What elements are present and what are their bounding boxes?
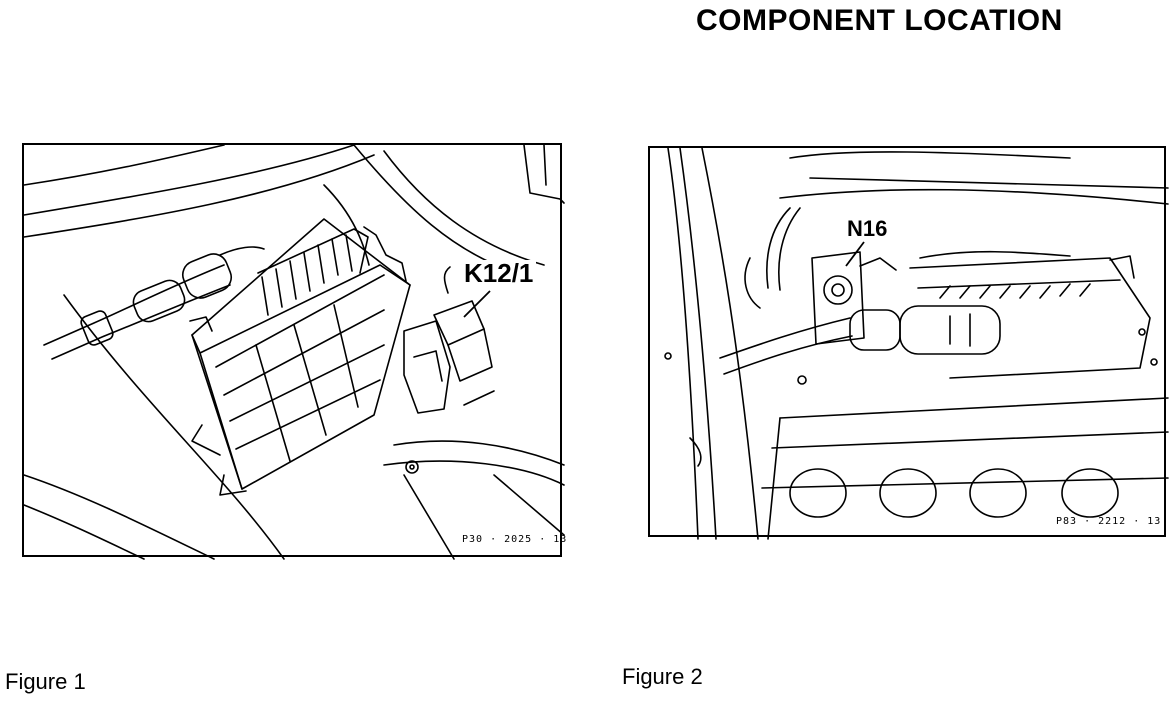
component-callout-n16: N16 — [844, 218, 891, 240]
figure-2-caption: Figure 2 — [622, 664, 703, 689]
component-callout-k12-1: K12/1 — [461, 260, 537, 286]
figure-2-drawing — [664, 147, 1169, 540]
figure-ref-code: P83 · 2212 · 13 — [1056, 516, 1162, 527]
figure-1-caption: Figure 1 — [5, 669, 86, 694]
figure-1-drawing — [23, 144, 565, 560]
figure-1-illustration: K12/1 P30 · 2025 · 13 — [22, 143, 566, 560]
callout-leader-line — [463, 290, 491, 318]
callout-leader-line — [845, 241, 865, 267]
page-title: COMPONENT LOCATION — [696, 4, 1063, 37]
figure-2-illustration: N16 P83 · 2212 · 13 — [648, 146, 1169, 540]
figure-ref-code: P30 · 2025 · 13 — [462, 534, 568, 545]
